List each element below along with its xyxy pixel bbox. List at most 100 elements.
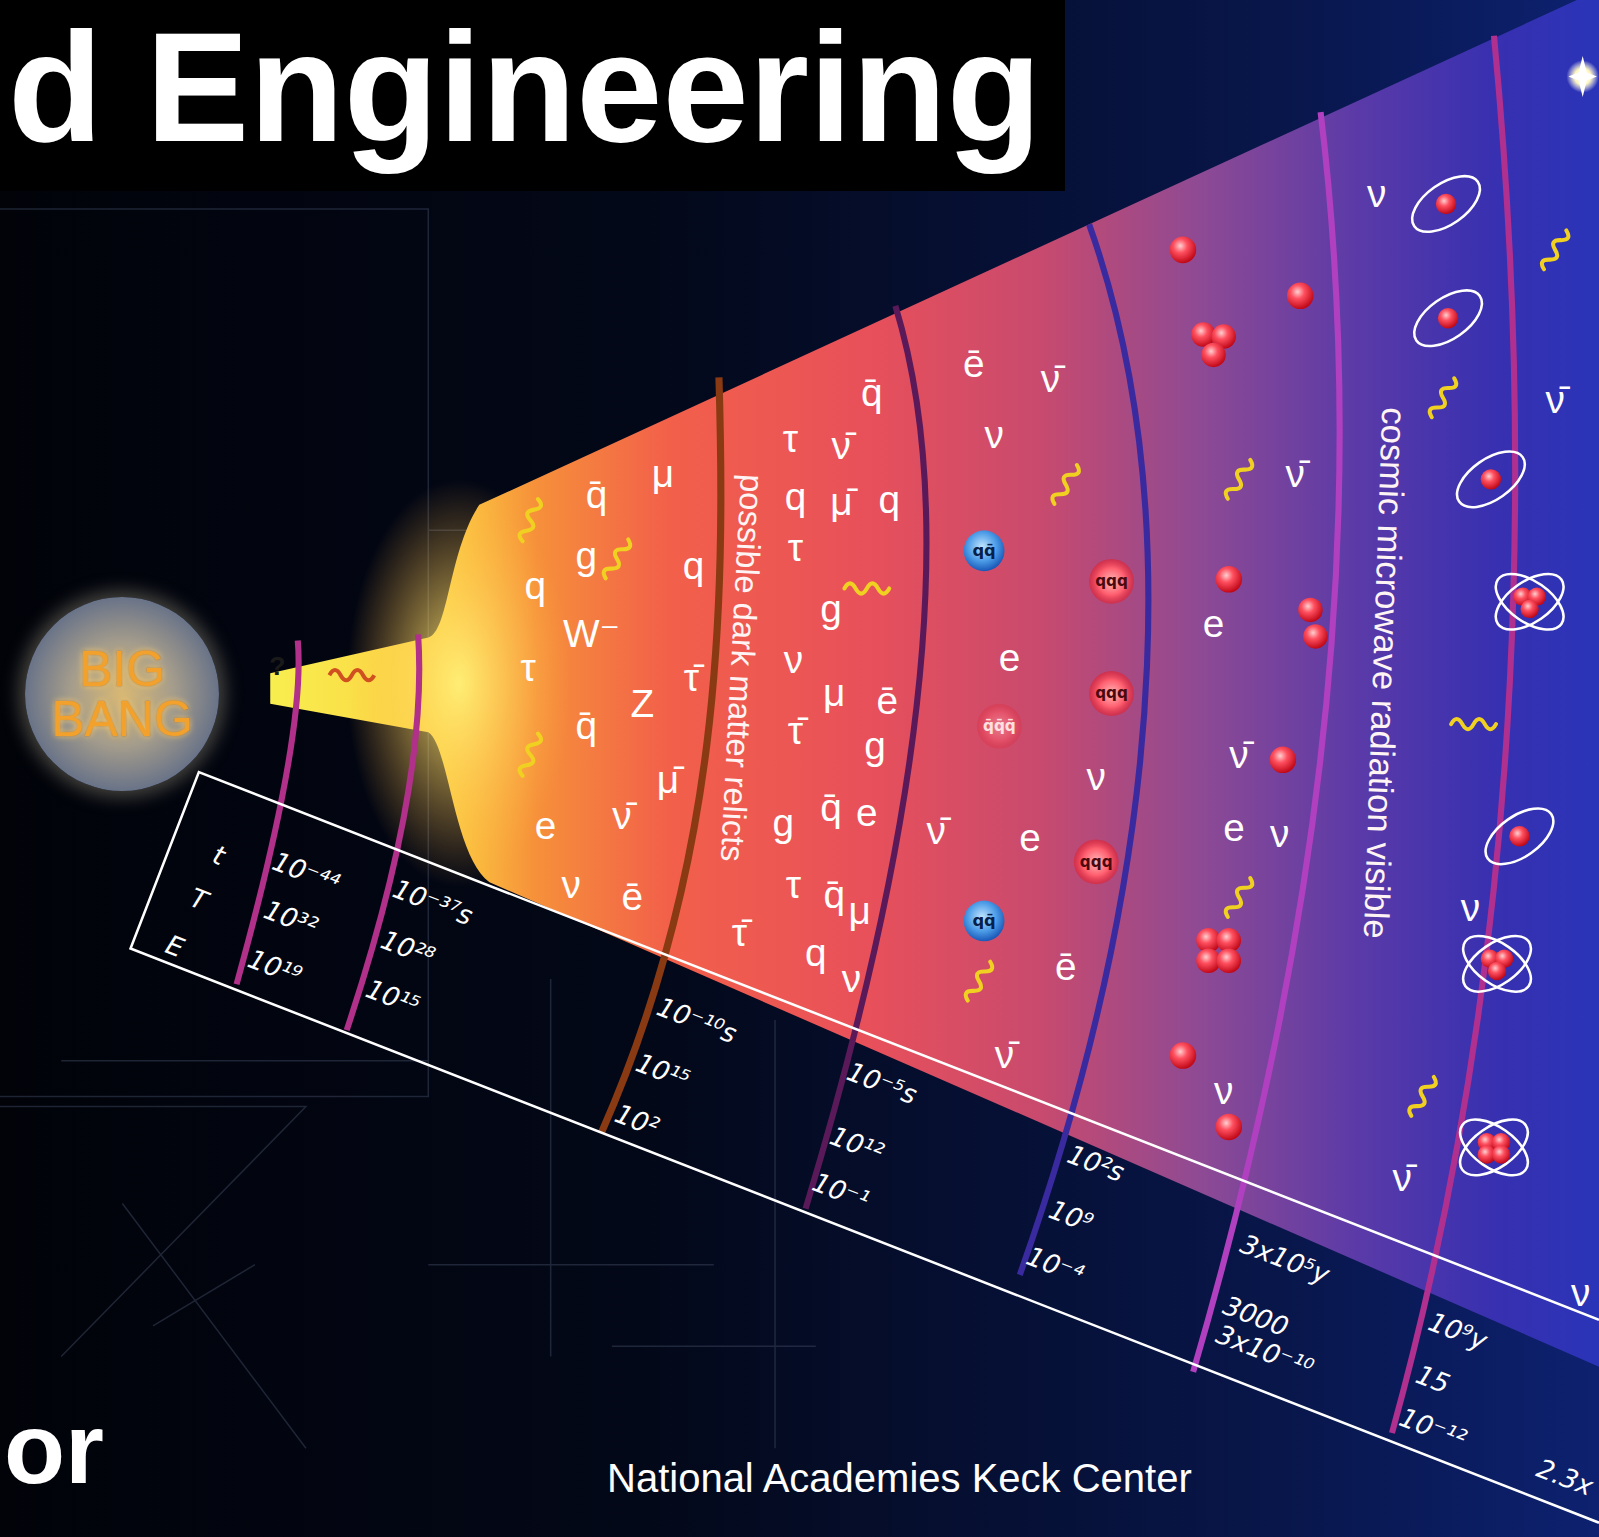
scale-value: 10⁻⁴ xyxy=(1023,1240,1088,1288)
particle-symbol: q̄ xyxy=(861,371,883,414)
particle-symbol: ν xyxy=(1461,886,1480,929)
particle-symbol: e xyxy=(1203,603,1225,646)
scale-value: 10⁹ xyxy=(1045,1194,1097,1237)
photon-squiggle xyxy=(1223,876,1254,920)
particle-symbol: τ̄ xyxy=(732,912,747,955)
atom-orbit xyxy=(1403,165,1490,243)
particle-symbol: ν xyxy=(842,958,861,1001)
proton xyxy=(1303,624,1327,648)
particle-symbol: ν xyxy=(561,864,580,907)
scale-value: 10¹⁵ xyxy=(362,974,424,1021)
particle-symbol: ν̄ xyxy=(1285,453,1304,496)
scale-value: 10²s xyxy=(1064,1139,1129,1187)
atom-orbit xyxy=(1486,563,1573,641)
baryon-blob xyxy=(1089,559,1134,604)
particle-symbol: μ xyxy=(848,889,870,932)
photon-squiggle xyxy=(1451,719,1496,729)
nucleus xyxy=(1196,928,1241,973)
universe-cone xyxy=(270,0,1599,1367)
particle-symbol: ν̄ xyxy=(1229,733,1248,776)
atom-orbit xyxy=(1451,1108,1538,1186)
caption: National Academies Keck Center xyxy=(607,1458,1192,1498)
particle-symbol: ν̄ xyxy=(832,424,851,467)
particle-symbol: μ̄ xyxy=(830,480,852,523)
atom-orbit xyxy=(1454,925,1541,1003)
photon-squiggle xyxy=(518,497,543,543)
atom-orbit xyxy=(1476,797,1563,875)
proton xyxy=(1170,237,1197,264)
scale-value: 10¹⁵ xyxy=(632,1047,694,1094)
scale-value: t xyxy=(209,839,229,870)
baryon-quarks: qqq xyxy=(1080,853,1113,870)
scale-value: 10⁻¹² xyxy=(1395,1402,1470,1454)
atom-nucleus xyxy=(1513,587,1546,618)
particle-symbol: q̄ xyxy=(586,473,608,516)
particle-symbol: g xyxy=(864,725,886,768)
particle-symbol: e xyxy=(1019,817,1041,860)
particle-symbol: g xyxy=(576,534,598,577)
photon-squiggle xyxy=(1050,462,1081,506)
antibaryon-blob xyxy=(977,704,1022,749)
scale-value: 15 xyxy=(1412,1359,1454,1398)
baryon-blob xyxy=(1074,839,1119,884)
cut-heading-fragment: or xyxy=(4,1398,104,1498)
particle-symbol: q̄ xyxy=(576,705,598,748)
blueprint-lines xyxy=(0,209,816,1448)
proton xyxy=(1298,598,1322,622)
particle-symbol: q xyxy=(878,478,900,521)
proton xyxy=(1170,1042,1197,1069)
epoch-arc xyxy=(806,306,927,1209)
epoch-arc xyxy=(1392,36,1515,1433)
scale-value: 10² xyxy=(611,1098,663,1141)
particle-symbol: μ̄ xyxy=(657,759,679,802)
particle-symbol: τ xyxy=(521,647,536,690)
particle-symbol: g xyxy=(772,802,794,845)
antibaryon-quarks: q̄q̄q̄ xyxy=(983,718,1016,735)
particle-symbol: ν̄ xyxy=(1041,358,1060,401)
particle-symbol: g xyxy=(820,587,842,630)
scale-value: 10⁻⁵s xyxy=(843,1056,921,1109)
starburst xyxy=(1568,56,1597,97)
particle-symbol: q̄ xyxy=(820,786,842,829)
scale-value: 3x10⁵y xyxy=(1236,1229,1333,1289)
scale-value: E xyxy=(162,930,188,963)
scale-value: 10⁹y xyxy=(1425,1306,1491,1355)
stem-photon xyxy=(329,670,374,680)
proton xyxy=(1216,1114,1243,1141)
particle-symbol: τ̄ xyxy=(684,657,699,700)
particle-symbol: μ xyxy=(823,672,845,715)
atom-nucleus xyxy=(1478,1133,1511,1164)
epoch-arc xyxy=(347,634,420,1030)
photon-squiggle xyxy=(601,537,632,581)
atom-nucleus xyxy=(1438,308,1458,328)
early-glow xyxy=(347,479,571,887)
particle-symbol: τ xyxy=(783,417,798,460)
epoch-band-label: possible dark matter relicts xyxy=(714,473,770,862)
epoch-band-label: cosmic microwave radiation visible xyxy=(1357,407,1414,940)
particle-symbol: ē xyxy=(876,679,898,722)
baryon-quarks: qqq xyxy=(1095,685,1128,702)
unknown-mark: ? xyxy=(269,652,285,681)
photon-squiggle xyxy=(1427,376,1458,420)
particle-symbol: e xyxy=(856,791,878,834)
particle-symbol: q̄ xyxy=(823,874,845,917)
photon-squiggle xyxy=(1540,228,1571,272)
atom-nucleus xyxy=(1481,469,1501,489)
epoch-arc xyxy=(1193,112,1340,1372)
scale-value: 10⁻⁴⁴ xyxy=(269,846,344,898)
atom-orbit xyxy=(1405,279,1492,357)
photon-squiggle xyxy=(844,583,889,593)
scale-value: 10¹² xyxy=(826,1121,888,1168)
scale-value: 10⁻¹ xyxy=(809,1167,874,1215)
meson-quarks: qq̄ xyxy=(972,912,995,930)
particle-symbol: ν̄ xyxy=(995,1034,1014,1077)
atom-nucleus xyxy=(1436,194,1456,214)
proton xyxy=(1216,566,1243,593)
photon-squiggle xyxy=(518,732,543,778)
particle-symbol: W⁻ xyxy=(563,613,620,656)
particle-symbol: ν xyxy=(784,638,803,681)
particle-symbol: ē xyxy=(621,876,643,919)
baryon-quarks: qqq xyxy=(1095,573,1128,590)
meson-quarks: qq̄ xyxy=(972,542,995,560)
particle-symbol: q xyxy=(683,545,705,588)
